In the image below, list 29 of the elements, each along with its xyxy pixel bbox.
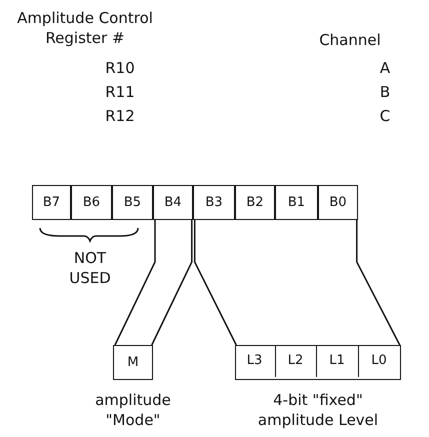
node-label: 4-bit "fixed" amplitude Level (256, 390, 380, 430)
table-cell-text: B (378, 82, 392, 102)
table-cell-text: R12 (104, 106, 136, 126)
bit-cell: L1 (316, 344, 358, 376)
connector-line (151, 220, 193, 346)
table-cell-text: R10 (104, 58, 136, 78)
node-label: amplitude "Mode" (94, 390, 172, 430)
annotation: NOT USED (68, 248, 112, 288)
bit-cell: B6 (71, 185, 112, 220)
table-cell-text: R11 (104, 82, 136, 102)
bit-cell: B7 (32, 185, 71, 220)
column-header: Amplitude Control Register # (16, 8, 154, 48)
column-header: Channel (318, 30, 382, 50)
bit-cell: B4 (153, 185, 193, 220)
table-cell-text: C (378, 106, 392, 126)
bit-cell: B2 (235, 185, 275, 220)
bit-cell: B0 (318, 185, 358, 220)
bit-cell: B3 (193, 185, 235, 220)
connector-line (114, 220, 156, 346)
bit-cell: L2 (276, 344, 316, 376)
bit-cell: B1 (275, 185, 318, 220)
connector-line (356, 220, 400, 346)
bit-cell: L3 (234, 344, 276, 376)
table-cell-text: A (378, 58, 392, 78)
connector-line (194, 220, 237, 346)
bit-cell: B5 (112, 185, 153, 220)
register-box (235, 345, 401, 380)
bit-cell: M (113, 345, 153, 380)
bit-cell: L0 (358, 344, 400, 376)
